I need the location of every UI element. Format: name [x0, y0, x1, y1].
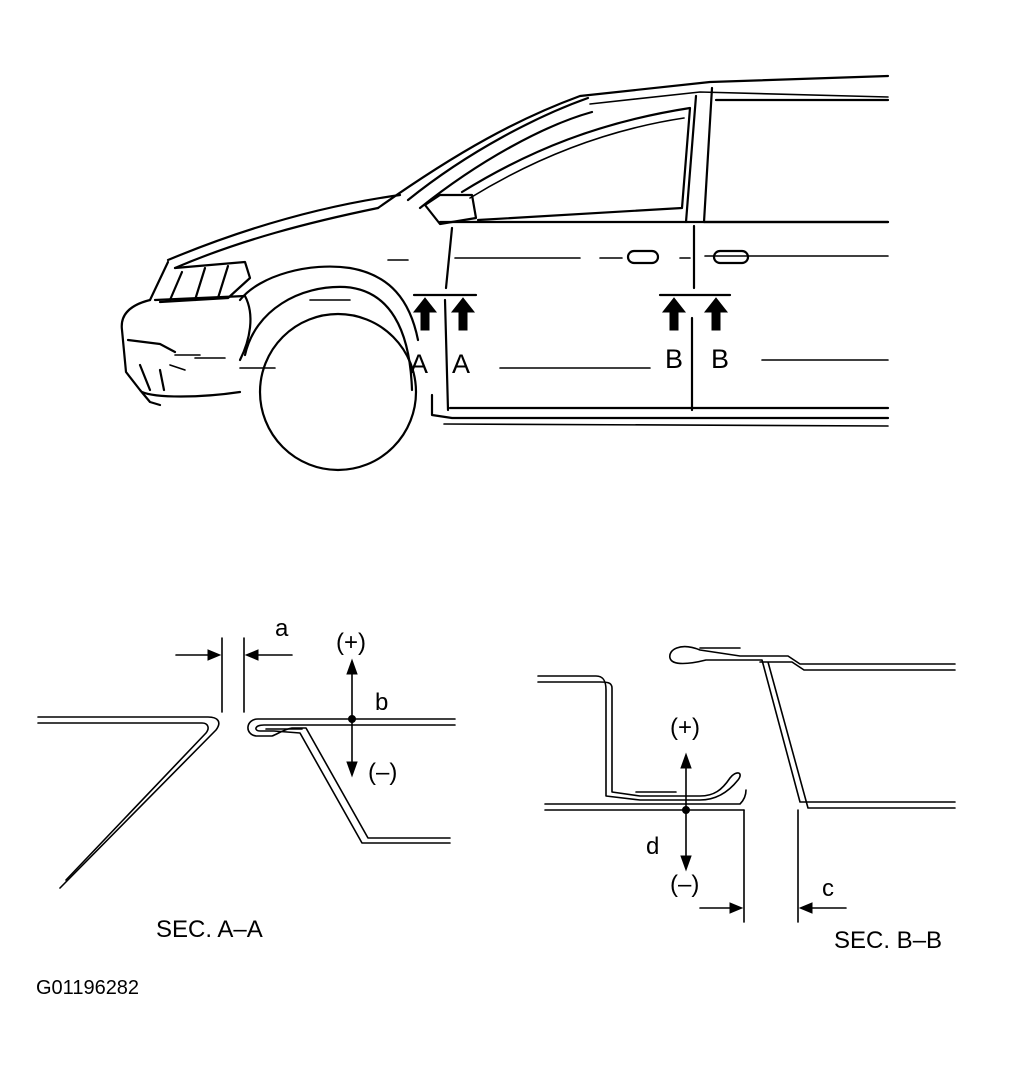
plus-label-a: (+)	[336, 629, 366, 656]
car-side-view: A A B B	[120, 74, 890, 472]
gap-label-a: a	[275, 615, 289, 642]
section-b-b: c d (+) (–) SEC. B–B	[537, 645, 956, 954]
figure-code: G01196282	[36, 977, 139, 999]
plus-label-b: (+)	[670, 714, 700, 741]
flush-label-b: b	[375, 689, 388, 716]
section-marker-b-right: B	[711, 344, 729, 374]
minus-label-a: (–)	[368, 759, 397, 786]
section-a-a: a b (+) (–) SEC. A–A	[37, 615, 456, 943]
section-marker-b-left: B	[665, 344, 683, 374]
section-marker-a-right: A	[452, 349, 470, 379]
flush-label-d: d	[646, 833, 659, 860]
section-b-title: SEC. B–B	[834, 927, 942, 954]
gap-label-c: c	[822, 875, 834, 902]
section-a-title: SEC. A–A	[156, 916, 263, 943]
section-marker-a-left: A	[410, 349, 428, 379]
minus-label-b: (–)	[670, 871, 699, 898]
